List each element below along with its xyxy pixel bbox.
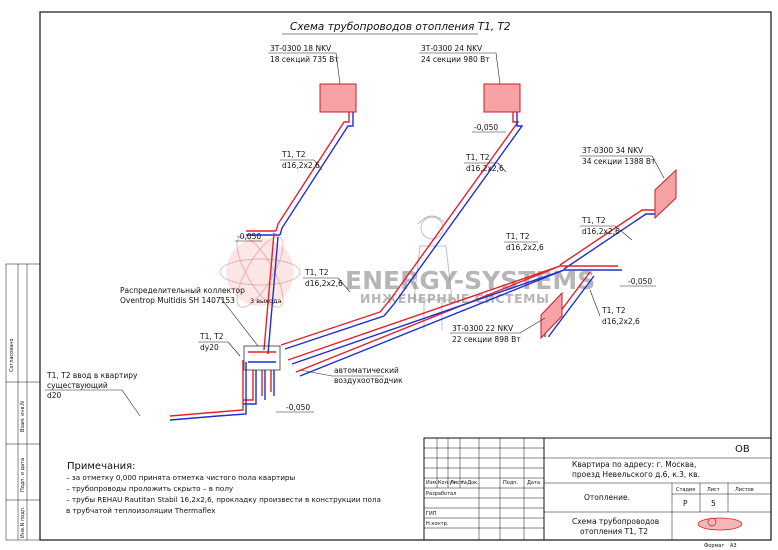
inlet-label: Т1, Т2 ввод в квартиру существующий d20 [45, 371, 141, 417]
svg-text:воздухоотводчик: воздухоотводчик [334, 376, 403, 385]
svg-text:существующий: существующий [47, 381, 108, 390]
svg-text:d16,2x2,6: d16,2x2,6 [506, 243, 544, 252]
tb-address-2: проезд Невельского д.6, к.3, кв. [572, 470, 700, 479]
svg-text:d20: d20 [47, 391, 62, 400]
elevation-marks: -0,050 -0,050 -0,050 -0,050 [235, 123, 656, 413]
side-label-replace-inv: Взам. инв.N [20, 401, 26, 432]
pipe-label-c: Т1, Т2 d16,2x2,6 [580, 216, 633, 241]
tb-format-value: А3 [730, 543, 737, 549]
manifold-label-1: Распределительный коллектор [120, 286, 245, 295]
notes-heading: Примечания: [67, 461, 136, 472]
manifold-outputs: 3 выхода [250, 297, 281, 305]
radiator-2-model: 3Т-0300 24 NKV [421, 44, 483, 53]
radiator-2-spec: 24 секции 980 Вт [421, 55, 490, 64]
tb-sheets-header: Листов [735, 487, 754, 493]
svg-text:Т1, Т2: Т1, Т2 [465, 153, 490, 162]
svg-text:Т1, Т2 ввод в квартиру: Т1, Т2 ввод в квартиру [46, 371, 138, 380]
side-label-inv-orig: Инв.N подл. [20, 506, 26, 538]
watermark-tagline: ИНЖЕНЕРНЫЕ СИСТЕМЫ [360, 291, 550, 306]
tb-sheet-title-2: отопления Т1, Т2 [580, 527, 648, 536]
svg-text:Т1, Т2: Т1, Т2 [281, 150, 306, 159]
notes: Примечания: – за отметку 0,000 принята о… [66, 461, 381, 515]
svg-text:d16,2x2,6: d16,2x2,6 [282, 161, 320, 170]
tb-section: Отопление. [584, 493, 630, 502]
company-logo-icon [697, 517, 743, 531]
riser-label: Т1, Т2 dy20 [198, 332, 241, 357]
watermark-worker-icon [413, 215, 453, 330]
tb-col-date: Дата [527, 480, 540, 486]
svg-text:Т1, Т2: Т1, Т2 [581, 216, 606, 225]
drawing-title: Схема трубопроводов отопления Т1, Т2 [290, 21, 511, 33]
tb-col-koluch: Кол.уч [438, 480, 455, 486]
radiator-3-spec: 34 секции 1388 Вт [582, 157, 656, 166]
pipe-label-a: Т1, Т2 d16,2x2,6 [280, 150, 323, 171]
side-label-sign-date: Подп. и дата [20, 458, 26, 492]
title-block: Изм. Кол.уч Лист №Док. Подп. Дата Разраб… [423, 437, 772, 549]
tb-row-developer: Разработал [426, 491, 456, 497]
tb-address-1: Квартира по адресу: г. Москва, [572, 460, 696, 469]
tb-col-list: Лист [450, 480, 463, 486]
note-2: – трубопроводы проложить скрыто – в полу [66, 484, 234, 493]
note-4: в трубчатой теплоизоляции Thermaflex [66, 506, 216, 515]
svg-text:Т1, Т2: Т1, Т2 [304, 268, 329, 277]
radiator-4-model: 3Т-0300 22 NKV [452, 324, 514, 333]
svg-text:d16,2x2,6: d16,2x2,6 [466, 164, 504, 173]
radiator-1-spec: 18 секций 735 Вт [270, 55, 339, 64]
tb-col-izm: Изм. [426, 480, 438, 486]
radiator-3: 3Т-0300 34 NKV 34 секции 1388 Вт [580, 146, 677, 220]
svg-text:d16,2x2,6: d16,2x2,6 [305, 279, 343, 288]
watermark-brand: ENERGY-SYSTEMS [345, 266, 595, 295]
side-stamp: Согласовано Взам. инв.N Подп. и дата Инв… [5, 263, 41, 541]
tb-sheet-header: Лист [707, 487, 720, 493]
radiator-1: 3Т-0300 18 NKV 18 секций 735 Вт [268, 44, 357, 113]
radiator-1-model: 3Т-0300 18 NKV [270, 44, 332, 53]
side-label-approved: Согласовано [9, 338, 15, 372]
radiator-3-model: 3Т-0300 34 NKV [582, 146, 644, 155]
tb-row-ncontrol: Н.контр. [426, 521, 449, 527]
tb-col-ndoc: №Док. [462, 480, 479, 486]
tb-stage-header: Стадия [676, 487, 695, 493]
tb-sheet-title-1: Схема трубопроводов [572, 517, 659, 526]
svg-text:Т1, Т2: Т1, Т2 [505, 232, 530, 241]
tb-code: ОВ [735, 444, 750, 455]
elevation-2: -0,050 [474, 123, 498, 132]
svg-text:Т1, Т2: Т1, Т2 [601, 306, 626, 315]
elevation-4: -0,050 [286, 403, 310, 412]
radiator-2: 3Т-0300 24 NKV 24 секции 980 Вт [419, 44, 521, 113]
pipe-routes [169, 110, 659, 421]
note-1: – за отметку 0,000 принята отметка чисто… [66, 473, 295, 482]
air-vent-label: автоматический воздухоотводчик [299, 366, 403, 385]
tb-col-podp: Подп. [503, 480, 519, 486]
pipe-label-f: Т1, Т2 d16,2x2,6 [589, 289, 640, 326]
svg-text:dy20: dy20 [200, 343, 219, 352]
radiator-4-spec: 22 секции 898 Вт [452, 335, 521, 344]
svg-text:автоматический: автоматический [334, 366, 399, 375]
manifold: Распределительный коллектор Oventrop Mul… [120, 286, 281, 371]
svg-text:Т1, Т2: Т1, Т2 [199, 332, 224, 341]
tb-format-label: Формат [704, 543, 724, 549]
radiator-4: 3Т-0300 22 NKV 22 секции 898 Вт [450, 291, 563, 344]
svg-text:d16,2x2,6: d16,2x2,6 [582, 227, 620, 236]
elevation-3: -0,050 [628, 277, 652, 286]
pipe-label-d: Т1, Т2 d16,2x2,6 [504, 232, 544, 252]
manifold-label-2: Oventrop Multidis SH 1407153 [120, 296, 235, 305]
svg-text:d16,2x2,6: d16,2x2,6 [602, 317, 640, 326]
tb-row-gip: ГИП [426, 511, 437, 517]
note-3: – трубы REHAU Rautitan Stabil 16,2х2,6, … [66, 495, 381, 504]
tb-stage-value: Р [683, 499, 688, 508]
pipe-label-b: Т1, Т2 d16,2x2,6 [464, 153, 507, 173]
pipe-label-e: Т1, Т2 d16,2x2,6 [303, 268, 351, 293]
tb-sheet-value: 5 [711, 499, 716, 508]
elevation-1: -0,050 [237, 232, 261, 241]
